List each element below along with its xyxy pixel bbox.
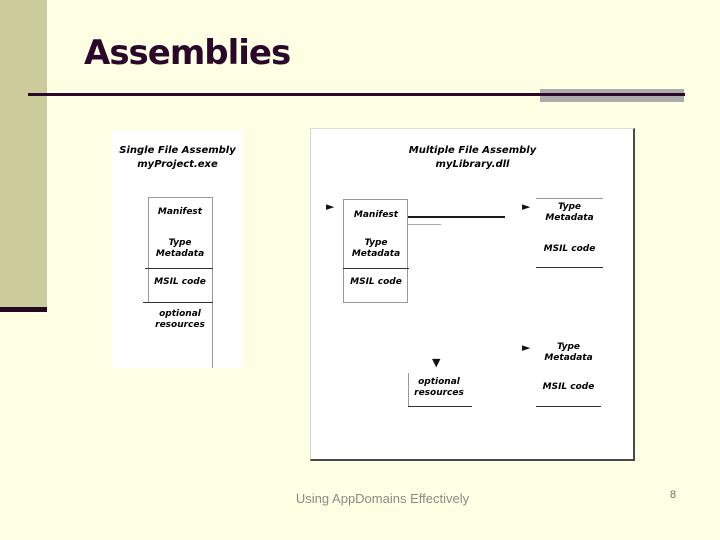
multiple-file-panel-subtitle: myLibrary.dll [435, 159, 510, 170]
single-stack-divider-1 [145, 268, 213, 269]
manifest-reference-line [408, 216, 505, 218]
page-number: 8 [669, 489, 677, 501]
module-bottom-label-msil-code: MSIL code [542, 382, 595, 392]
manifest-module-box [343, 199, 408, 303]
module-top-top-line [536, 198, 603, 199]
resources-left-line [408, 373, 409, 407]
module-top-bottom-line [536, 267, 603, 268]
single-stack-right-border [212, 197, 213, 368]
arrow-right-icon: ► [522, 341, 531, 354]
resources-label-optional-resources: optional resources [414, 377, 464, 398]
manifest-module-divider [343, 268, 409, 269]
multiple-file-panel-title: Multiple File Assembly [408, 145, 537, 156]
single-stack-label-msil-code: MSIL code [154, 277, 206, 287]
module-top-label-type-metadata: Type Metadata [545, 202, 594, 223]
single-file-assembly-card [112, 130, 243, 368]
arrow-right-icon: ► [326, 200, 335, 213]
single-stack-label-optional-resources: optional resources [155, 309, 205, 330]
manifest-reference-line-secondary [408, 224, 441, 225]
footer-text: Using AppDomains Effectively [295, 491, 470, 506]
slide-title: Assemblies [84, 33, 291, 73]
single-stack-label-type-metadata: Type Metadata [155, 238, 205, 259]
single-file-card-title: Single File Assembly [119, 145, 236, 156]
module-bottom-bottom-line [536, 406, 601, 407]
single-stack-left-border [148, 197, 149, 302]
manifest-module-label-type-metadata: Type Metadata [351, 238, 401, 259]
arrow-right-icon: ► [522, 200, 531, 213]
sidebar-strip [0, 0, 47, 307]
module-top-label-msil-code: MSIL code [543, 244, 596, 254]
title-rule [28, 93, 685, 96]
sidebar-strip-accent-bar [0, 307, 47, 312]
single-stack-divider-2 [143, 302, 213, 303]
single-stack-top-line [148, 197, 213, 198]
arrow-down-icon: ▼ [432, 356, 441, 369]
single-file-card-subtitle: myProject.exe [137, 159, 218, 170]
single-stack-label-manifest: Manifest [157, 207, 203, 217]
manifest-module-label-manifest: Manifest [353, 210, 399, 220]
module-bottom-label-type-metadata: Type Metadata [544, 342, 593, 363]
resources-bottom-line [408, 406, 472, 407]
manifest-module-label-msil-code: MSIL code [350, 277, 402, 287]
